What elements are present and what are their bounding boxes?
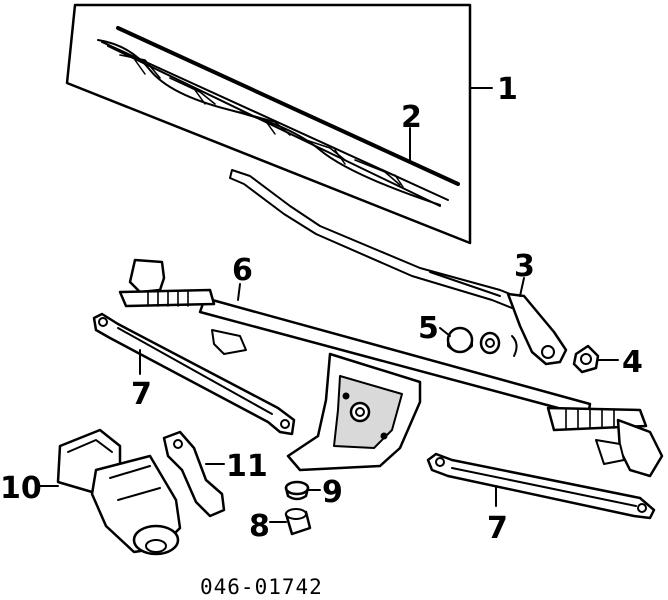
callout-7-right: 7	[487, 511, 508, 546]
motor-bracket	[286, 352, 422, 472]
callout-1: 1	[497, 72, 518, 107]
push-rod-left	[92, 312, 296, 436]
callout-10: 10	[0, 471, 42, 506]
grommet-and-bushing	[284, 480, 312, 536]
callout-9: 9	[322, 475, 343, 510]
support-bracket	[162, 430, 226, 518]
wiper-arm	[229, 169, 568, 366]
callout-6: 6	[232, 253, 253, 288]
diagram-code: 046-01742	[200, 575, 323, 599]
leader-lines	[35, 87, 619, 523]
blade-kit-panel	[65, 3, 472, 245]
wiper-blade	[97, 26, 460, 207]
callout-7-left: 7	[131, 377, 152, 412]
linkage-bar	[118, 258, 664, 478]
callout-8: 8	[249, 509, 270, 544]
callout-4: 4	[622, 345, 643, 380]
callout-11: 11	[226, 449, 268, 484]
wiper-motor	[56, 428, 182, 556]
callout-3: 3	[514, 249, 535, 284]
pivot-hardware	[446, 326, 600, 374]
callout-2: 2	[401, 100, 422, 135]
push-rod-right	[426, 452, 656, 520]
callout-5: 5	[418, 311, 439, 346]
